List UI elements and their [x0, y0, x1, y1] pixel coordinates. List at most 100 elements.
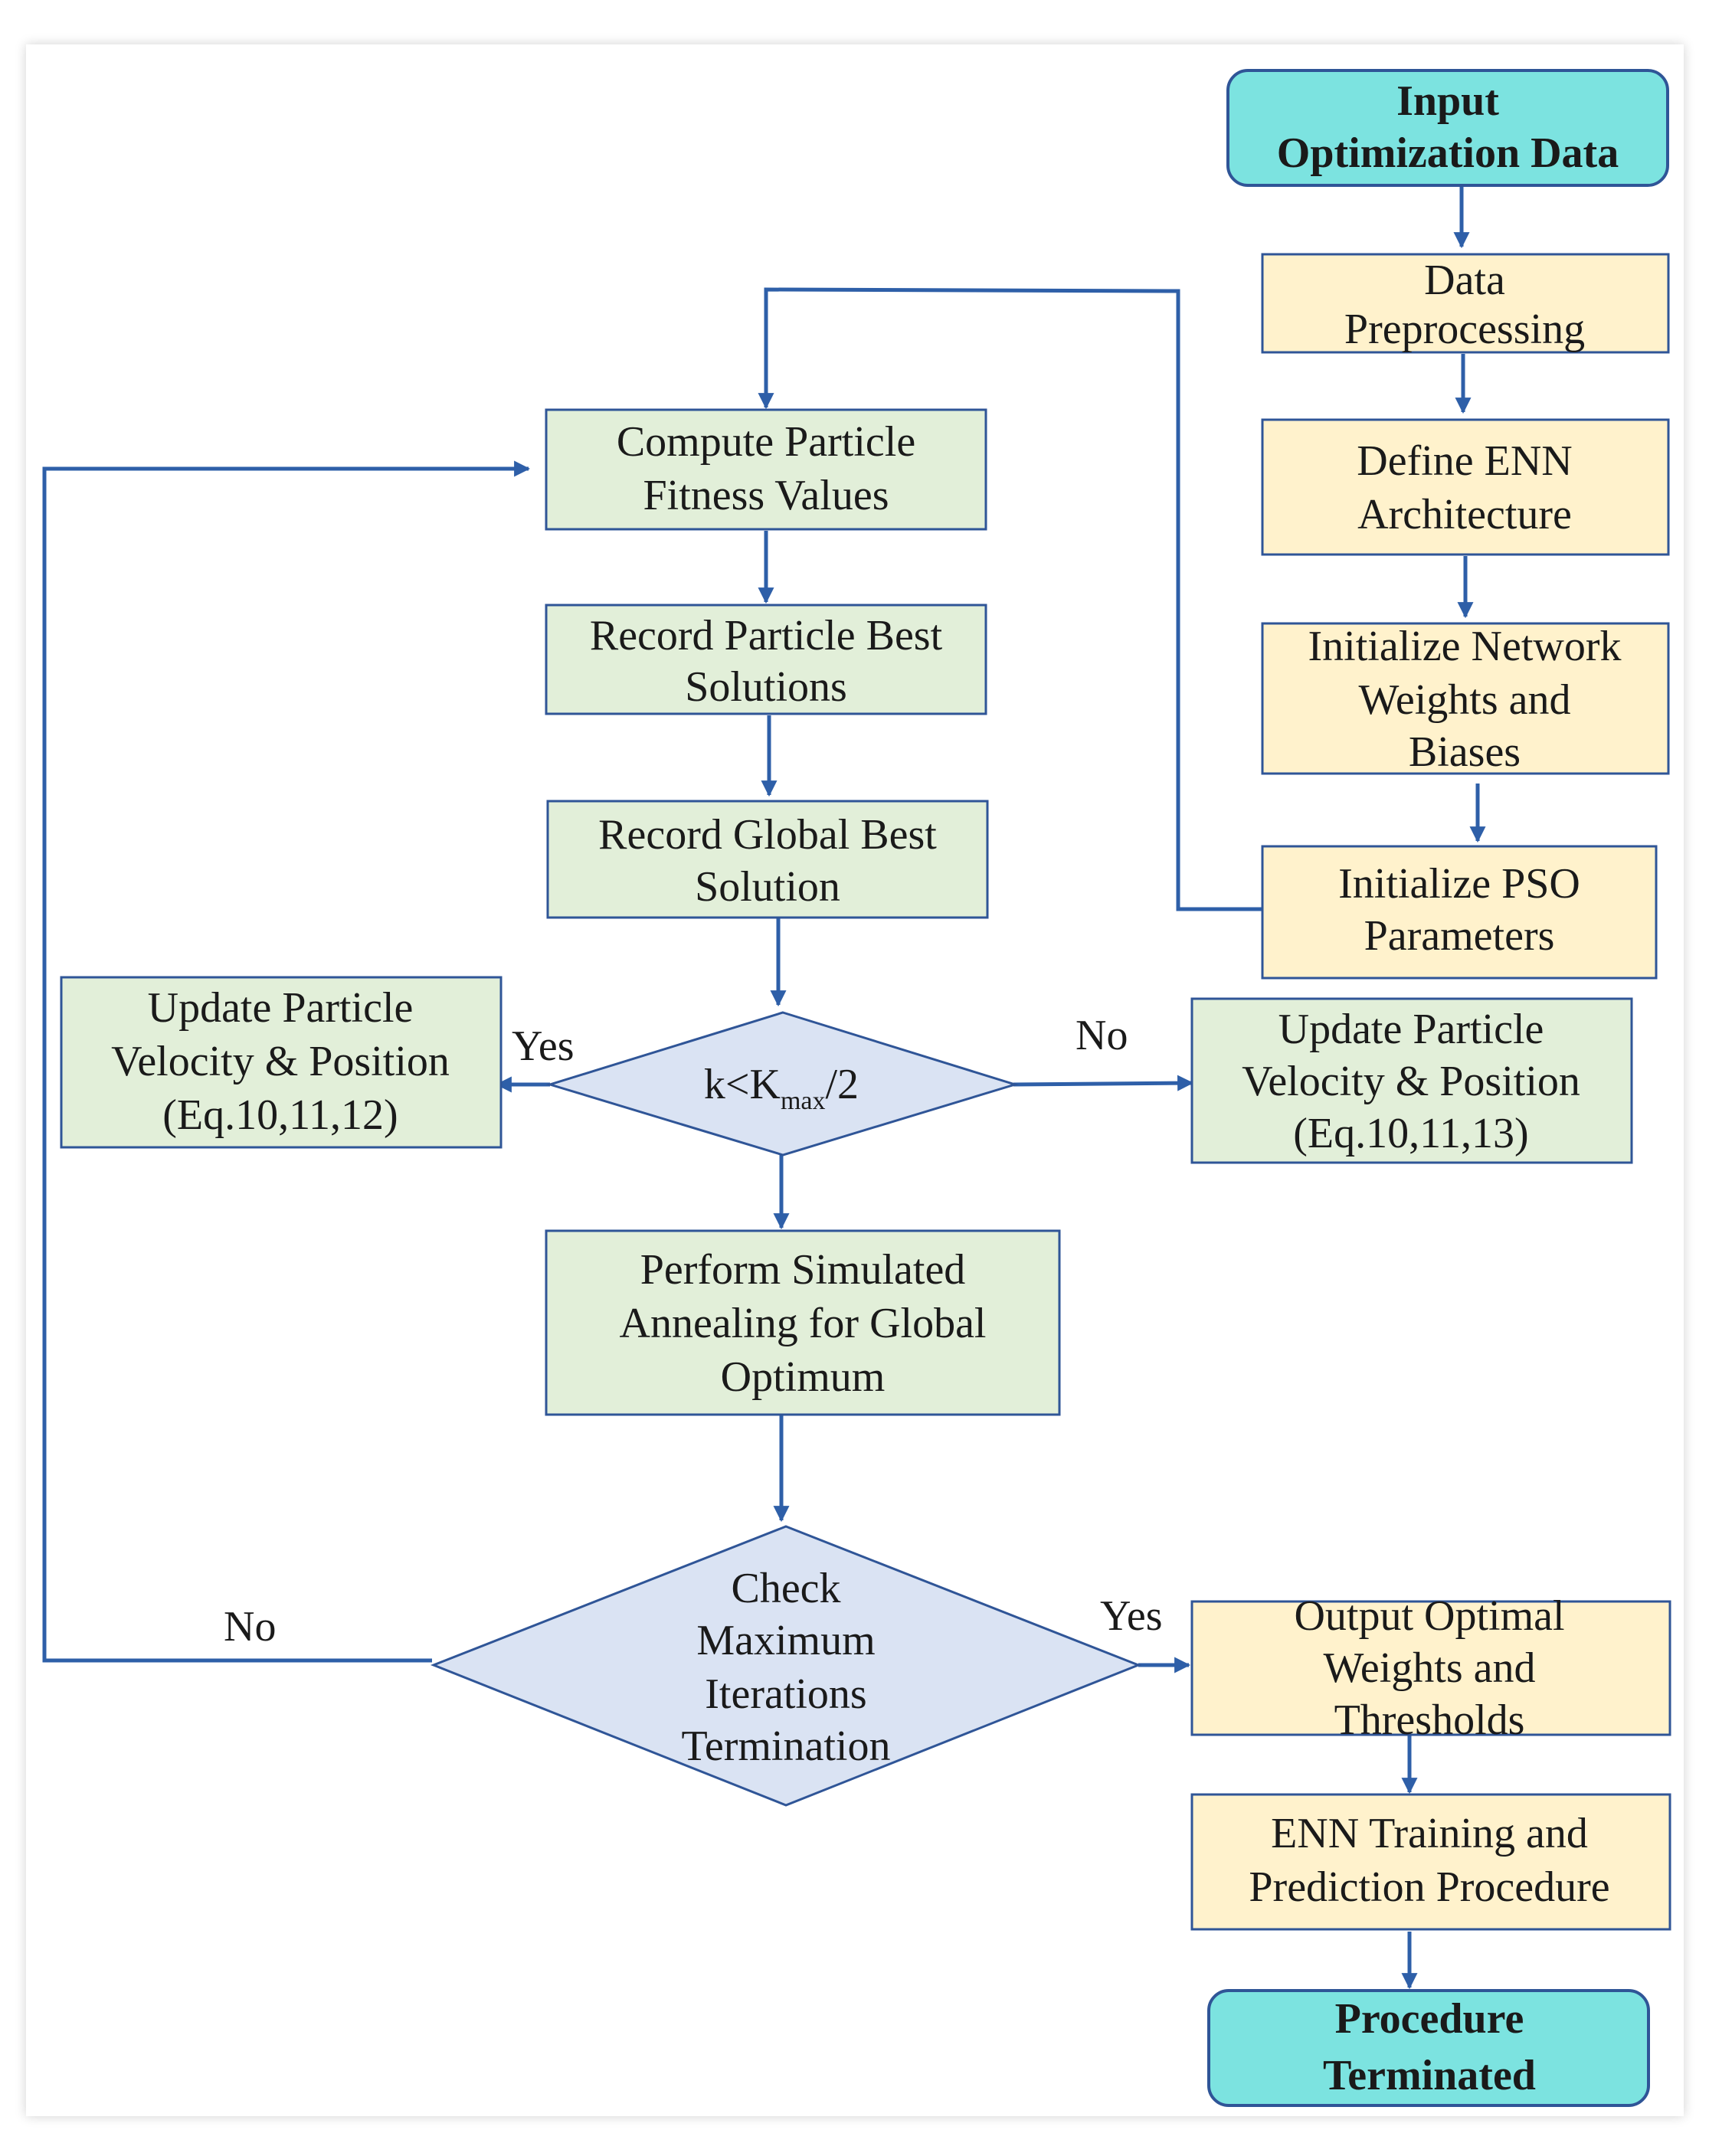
svg-text:(Eq.10,11,12): (Eq.10,11,12) [162, 1091, 398, 1139]
edge-init-pso-to-compute-fitness [758, 287, 1262, 911]
init-pso-line-1: Initialize PSO [1338, 860, 1580, 908]
update-left-line-2: Velocity & Position [111, 1038, 450, 1085]
svg-text:Initialize Network: Initialize Network [1308, 623, 1622, 670]
define-enn-line-1: Define ENN [1357, 437, 1572, 485]
process-init-weights: Initialize Network Weights and Biases [1261, 622, 1670, 776]
process-init-pso: Initialize PSO Parameters [1261, 845, 1658, 980]
update-right-line-1: Update Particle [1278, 1006, 1544, 1053]
svg-text:ENN Training and: ENN Training and [1271, 1810, 1588, 1857]
process-define-enn: Define ENN Architecture [1261, 418, 1670, 556]
update-left-line-1: Update Particle [148, 984, 414, 1032]
annealing-line-3: Optimum [721, 1353, 886, 1401]
terminal-terminated: Procedure Terminated [1207, 1989, 1650, 2107]
svg-text:Biases: Biases [1409, 728, 1521, 776]
process-record-particle-best: Record Particle Best Solutions [545, 604, 987, 715]
enn-training-line-1: ENN Training and [1271, 1810, 1588, 1857]
compute-fitness-line-1: Compute Particle [617, 418, 915, 466]
init-pso-line-2: Parameters [1364, 912, 1555, 960]
terminated-line-2: Terminated [1323, 2052, 1536, 2099]
process-data-preprocessing: Data Preprocessing [1261, 253, 1670, 354]
output-line-3: Thresholds [1334, 1696, 1525, 1744]
record-particle-line-1: Record Particle Best [590, 612, 943, 659]
update-right-line-3: (Eq.10,11,13) [1293, 1110, 1528, 1157]
terminated-line-1: Procedure [1335, 1995, 1524, 2043]
svg-text:Maximum: Maximum [696, 1617, 875, 1664]
svg-text:Procedure: Procedure [1335, 1995, 1524, 2043]
init-weights-line-3: Biases [1409, 728, 1521, 776]
svg-text:Solutions: Solutions [685, 663, 847, 711]
process-update-right: Update Particle Velocity & Position (Eq.… [1190, 997, 1633, 1164]
annealing-line-2: Annealing for Global [620, 1300, 987, 1347]
svg-text:Optimization Data: Optimization Data [1277, 129, 1619, 177]
decision-check-max-iterations: Check Maximum Iterations Termination [430, 1525, 1142, 1807]
input-line-1: Input [1396, 77, 1499, 125]
svg-text:Architecture: Architecture [1357, 491, 1572, 538]
check-line-4: Termination [682, 1723, 891, 1770]
check-line-1: Check [731, 1565, 840, 1612]
preprocess-line-1: Data [1424, 257, 1505, 304]
terminal-input: Input Optimization Data [1226, 69, 1669, 187]
svg-text:Velocity & Position: Velocity & Position [1242, 1058, 1580, 1105]
svg-text:Define ENN: Define ENN [1357, 437, 1572, 485]
update-left-line-3: (Eq.10,11,12) [162, 1091, 398, 1139]
decision-k-half: k<Kmax/2 [545, 1011, 1020, 1157]
check-line-3: Iterations [705, 1670, 866, 1718]
preprocess-line-2: Preprocessing [1344, 306, 1585, 353]
svg-text:Weights and: Weights and [1324, 1644, 1536, 1692]
init-weights-line-2: Weights and [1359, 676, 1571, 724]
label-check-no: No [224, 1603, 276, 1651]
svg-text:Update Particle: Update Particle [1278, 1006, 1544, 1053]
label-check-yes: Yes [1100, 1592, 1162, 1640]
record-global-line-1: Record Global Best [598, 811, 937, 859]
output-line-2: Weights and [1324, 1644, 1536, 1692]
input-line-2: Optimization Data [1277, 129, 1619, 177]
svg-text:Annealing for Global: Annealing for Global [620, 1300, 987, 1347]
compute-fitness-line-2: Fitness Values [643, 472, 889, 519]
svg-text:Thresholds: Thresholds [1334, 1696, 1525, 1744]
svg-text:Parameters: Parameters [1364, 912, 1555, 960]
svg-text:Optimum: Optimum [721, 1353, 886, 1401]
process-update-left: Update Particle Velocity & Position (Eq.… [60, 976, 503, 1149]
edges [42, 186, 1486, 1990]
record-global-line-2: Solution [695, 863, 840, 911]
svg-text:Record Global Best: Record Global Best [598, 811, 937, 859]
record-particle-line-2: Solutions [685, 663, 847, 711]
label-k-yes: Yes [512, 1022, 574, 1070]
svg-text:Weights and: Weights and [1359, 676, 1571, 724]
svg-text:Fitness Values: Fitness Values [643, 472, 889, 519]
svg-text:Record Particle Best: Record Particle Best [590, 612, 943, 659]
enn-training-line-2: Prediction Procedure [1249, 1863, 1609, 1911]
svg-text:Solution: Solution [695, 863, 840, 911]
decision-k-label: k<Kmax/2 [704, 1061, 859, 1115]
svg-text:Prediction Procedure: Prediction Procedure [1249, 1863, 1609, 1911]
svg-text:(Eq.10,11,13): (Eq.10,11,13) [1293, 1110, 1528, 1157]
define-enn-line-2: Architecture [1357, 491, 1572, 538]
svg-text:Terminated: Terminated [1323, 2052, 1536, 2099]
svg-text:Termination: Termination [682, 1723, 891, 1770]
label-k-no: No [1075, 1012, 1128, 1059]
svg-text:Perform Simulated: Perform Simulated [640, 1246, 966, 1294]
svg-text:Preprocessing: Preprocessing [1344, 306, 1585, 353]
svg-text:Compute Particle: Compute Particle [617, 418, 915, 466]
process-enn-training: ENN Training and Prediction Procedure [1190, 1793, 1671, 1931]
update-right-line-2: Velocity & Position [1242, 1058, 1580, 1105]
svg-text:Data: Data [1424, 257, 1505, 304]
output-line-1: Output Optimal [1294, 1592, 1564, 1640]
annealing-line-1: Perform Simulated [640, 1246, 966, 1294]
process-record-global-best: Record Global Best Solution [546, 800, 989, 919]
svg-text:Iterations: Iterations [705, 1670, 866, 1718]
edge-decision-no-to-update-right [1013, 1075, 1194, 1091]
svg-text:Input: Input [1396, 77, 1499, 125]
check-line-2: Maximum [696, 1617, 875, 1664]
svg-text:Velocity & Position: Velocity & Position [111, 1038, 450, 1085]
process-simulated-annealing: Perform Simulated Annealing for Global O… [545, 1229, 1061, 1416]
svg-text:Check: Check [731, 1565, 840, 1612]
edge-check-no-to-compute-fitness [42, 460, 531, 1663]
process-output-optimal: Output Optimal Weights and Thresholds [1190, 1592, 1671, 1744]
svg-text:Initialize PSO: Initialize PSO [1338, 860, 1580, 908]
process-compute-fitness: Compute Particle Fitness Values [545, 408, 987, 531]
svg-text:Output Optimal: Output Optimal [1294, 1592, 1564, 1640]
svg-text:Update Particle: Update Particle [148, 984, 414, 1032]
init-weights-line-1: Initialize Network [1308, 623, 1622, 670]
